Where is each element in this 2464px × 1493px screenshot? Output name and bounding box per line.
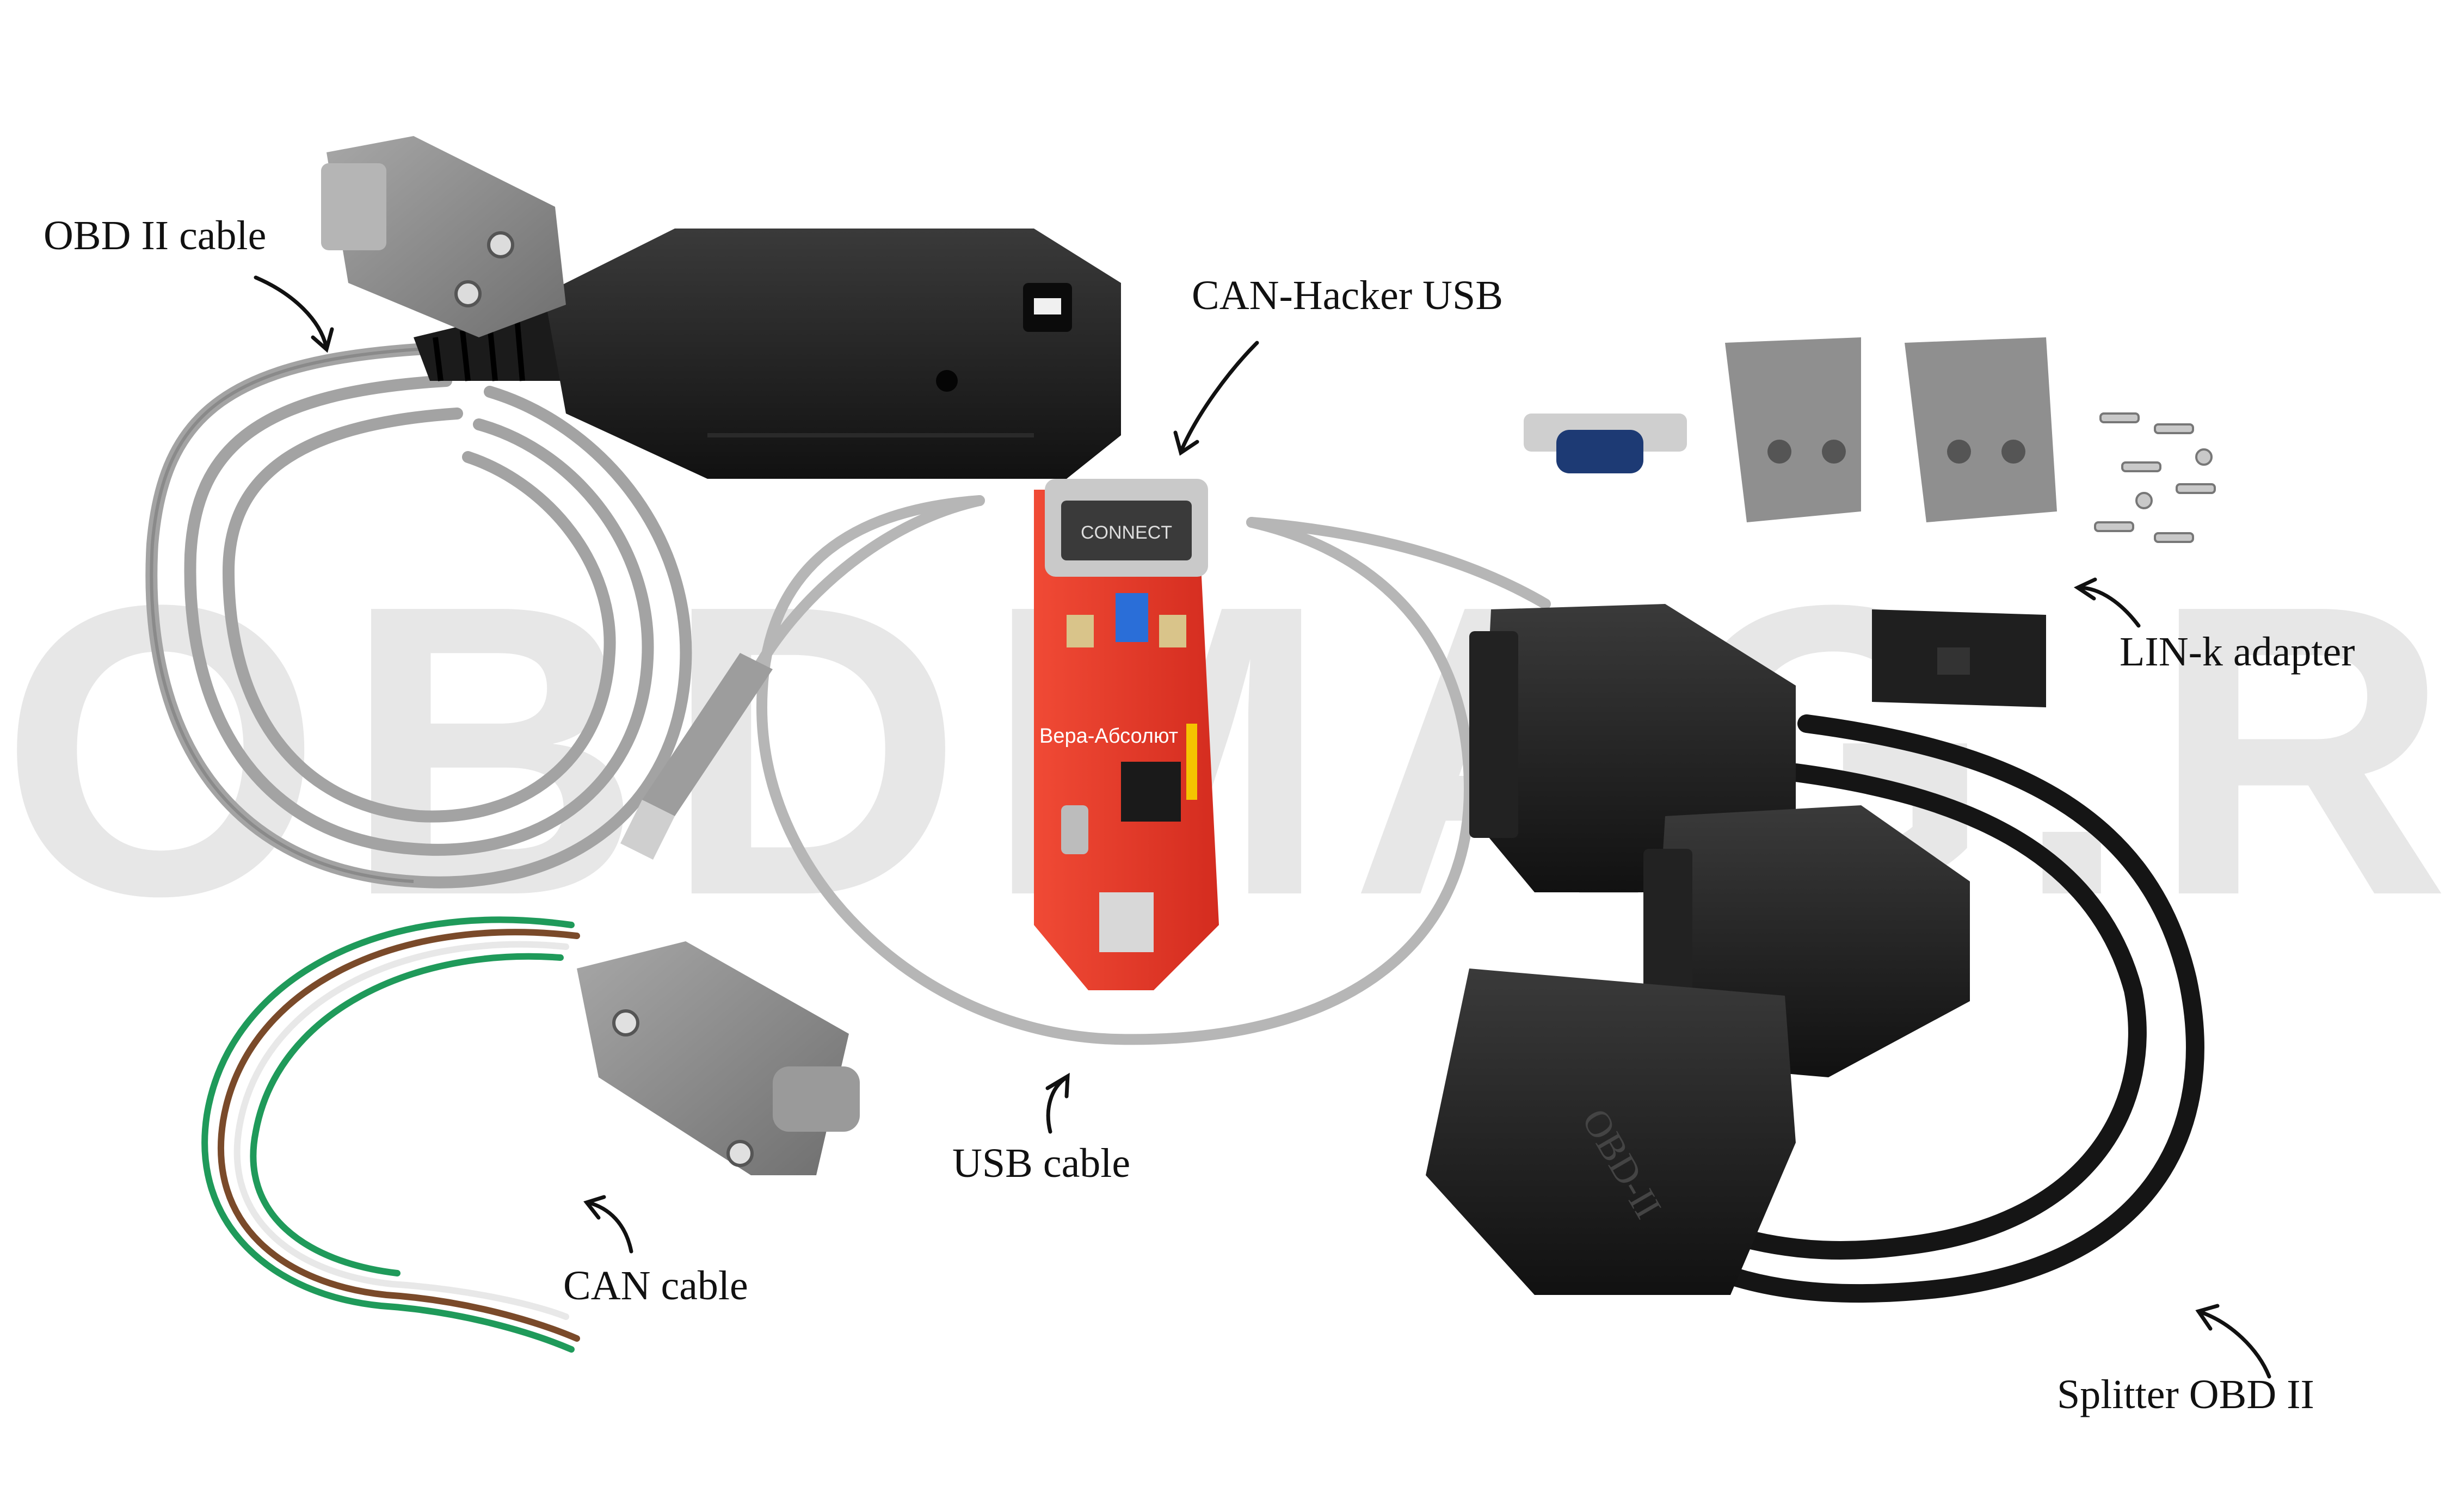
- obd-splitter: OBD-II: [1426, 604, 2204, 1303]
- label-can-cable: CAN cable: [563, 1263, 748, 1309]
- label-can-hacker-usb: CAN-Hacker USB: [1192, 273, 1504, 318]
- label-obd-cable: OBD II cable: [44, 213, 267, 258]
- board-header-text: CONNECT: [1081, 522, 1172, 543]
- obd-cable: [145, 136, 1121, 889]
- board-brand-text: Вера-Абсолют: [1039, 725, 1178, 748]
- usb-b-plug: [620, 653, 773, 860]
- usb-cable: [746, 495, 1551, 1045]
- label-usb-cable: USB cable: [952, 1140, 1131, 1186]
- can-hacker-board: CONNECT Вера-Абсолют: [1034, 479, 1219, 990]
- db9-connector: [1524, 414, 1687, 473]
- label-lin-k-adapter: LIN-k adapter: [2120, 629, 2355, 675]
- screws: [2094, 412, 2216, 543]
- lin-k-adapter: [1872, 609, 2046, 707]
- dsub-shells: [1725, 337, 2057, 522]
- can-cable-dsub: [577, 941, 860, 1175]
- watermark: OBDMAG.RU: [0, 520, 2464, 982]
- can-cable: [201, 916, 580, 1353]
- label-splitter-obd-ii: Splitter OBD II: [2057, 1372, 2314, 1417]
- annotation-arrows: [254, 275, 2271, 1379]
